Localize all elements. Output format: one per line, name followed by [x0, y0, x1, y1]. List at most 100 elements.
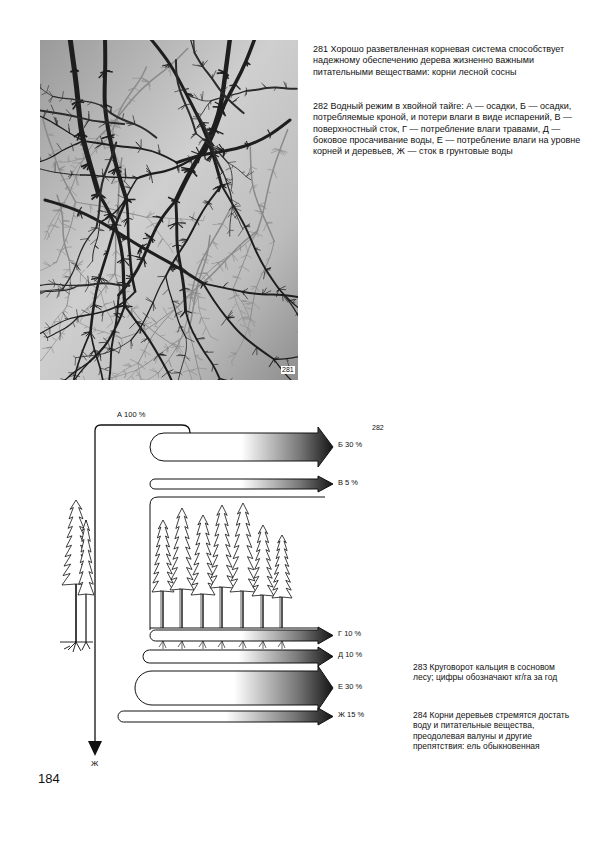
root-twig	[96, 144, 103, 148]
root-twig	[237, 215, 240, 217]
root-twig	[193, 312, 199, 313]
root-twig	[243, 317, 249, 318]
root-twig	[136, 375, 140, 376]
root-twig	[99, 368, 101, 375]
root-twig	[158, 150, 160, 153]
figure-caption: 282 Водный режим в хвойной тайге: А — ос…	[313, 101, 585, 157]
root-twig	[126, 275, 133, 278]
root-twig	[59, 99, 62, 102]
root-twig	[214, 379, 220, 380]
root-twig	[124, 374, 126, 379]
root-twig	[90, 350, 94, 354]
root-twig	[112, 181, 119, 184]
root-twig	[124, 181, 131, 188]
root-twig	[43, 263, 50, 266]
root-twig	[223, 97, 225, 100]
root-twig	[147, 213, 152, 217]
root-twig	[262, 288, 266, 295]
root-twig	[65, 297, 69, 299]
root-twig	[243, 303, 253, 305]
root-twig	[177, 223, 183, 228]
tree-trunk	[220, 586, 221, 628]
root-twig	[227, 184, 232, 185]
root-twig	[64, 311, 68, 314]
root-twig	[94, 144, 102, 149]
root-twig	[182, 288, 185, 290]
root-twig	[55, 225, 60, 228]
spruce-tree	[210, 505, 234, 628]
root-twig	[151, 237, 155, 241]
root-twig	[192, 118, 201, 119]
root-twig	[109, 343, 111, 351]
root-twig	[248, 328, 252, 332]
root-twig	[87, 102, 92, 105]
root-twig	[211, 148, 213, 151]
root-twig	[197, 259, 203, 264]
root-twig	[130, 100, 131, 104]
root-twig	[195, 293, 201, 299]
root-twig	[231, 95, 232, 99]
root-twig	[145, 351, 151, 355]
root-twig	[98, 274, 99, 283]
root-twig	[179, 239, 188, 241]
root-twig	[180, 239, 188, 240]
root-twig	[241, 300, 247, 301]
root-twig	[67, 306, 72, 308]
spruce-tree	[272, 535, 292, 628]
root-strand	[211, 91, 247, 101]
root-twig	[75, 101, 82, 107]
root-twig	[208, 202, 213, 210]
root-strand	[166, 276, 186, 337]
root-twig	[172, 264, 173, 272]
root-strand	[194, 40, 203, 53]
root-twig	[128, 218, 132, 220]
grass-uptake-arrow	[150, 627, 333, 644]
root-twig	[201, 274, 205, 280]
root-twig	[174, 371, 180, 373]
root-twig	[137, 258, 144, 259]
root-strand	[40, 74, 53, 97]
root-twig	[82, 310, 91, 315]
root-twig	[274, 148, 280, 150]
root-twig	[66, 239, 67, 244]
root-twig	[41, 93, 46, 95]
root-twig	[246, 226, 251, 227]
root-strand	[274, 359, 298, 380]
root-twig	[243, 316, 249, 318]
root-twig	[115, 331, 120, 333]
root-twig	[115, 377, 117, 380]
root-twig	[230, 378, 233, 380]
root-twig	[129, 322, 136, 329]
root-twig	[115, 224, 121, 226]
root-twig	[209, 128, 216, 131]
root-twig	[53, 149, 59, 151]
root-twig	[167, 348, 168, 351]
root-twig	[58, 166, 65, 169]
root-twig	[217, 72, 226, 74]
root-twig	[212, 150, 215, 156]
root-twig	[74, 215, 77, 219]
root-twig	[251, 167, 258, 170]
root-twig	[240, 244, 241, 250]
root-twig	[70, 69, 74, 72]
tree-root	[178, 641, 185, 649]
root-twig	[52, 209, 60, 210]
figure-caption: 284 Корни деревьев стремятся достать вод…	[413, 710, 578, 751]
root-twig	[200, 318, 201, 325]
root-twig	[119, 342, 121, 347]
root-twig	[76, 158, 85, 159]
root-strand	[101, 105, 156, 137]
root-twig	[210, 277, 212, 281]
root-twig	[298, 327, 299, 332]
root-twig	[273, 170, 277, 178]
root-twig	[233, 276, 238, 278]
root-twig	[114, 108, 121, 113]
root-twig	[92, 276, 99, 278]
root-twig	[274, 87, 277, 91]
root-twig	[240, 310, 246, 314]
root-strand	[42, 327, 66, 360]
root-twig	[104, 251, 109, 255]
root-twig	[111, 177, 114, 183]
root-twig	[216, 261, 225, 263]
root-twig	[107, 348, 111, 350]
